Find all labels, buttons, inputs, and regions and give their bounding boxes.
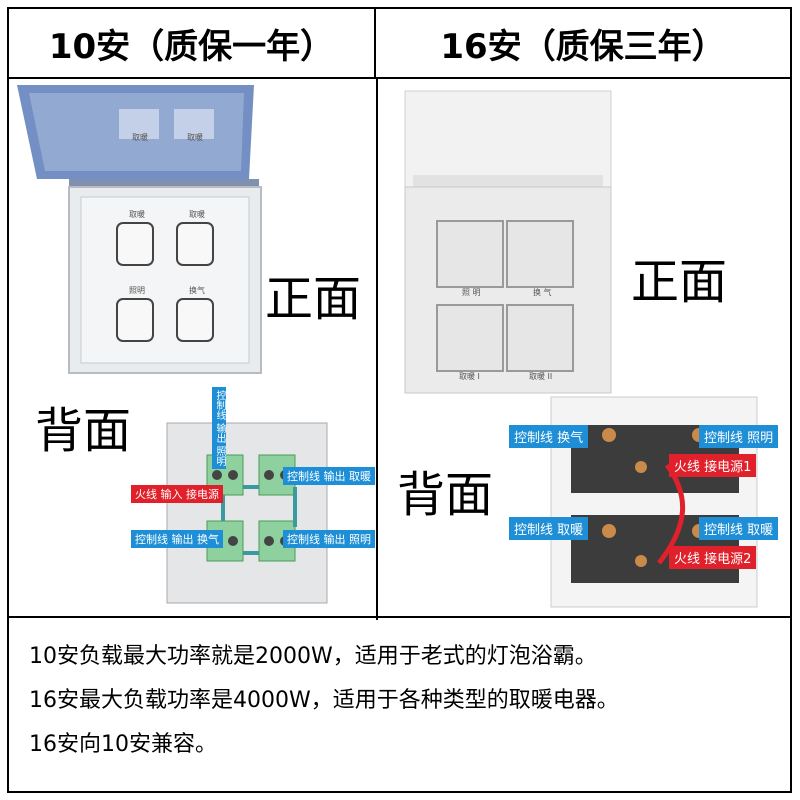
right-wire-fire1-label: 火线 接电源1	[669, 454, 757, 477]
row-divider	[9, 616, 790, 618]
notes-section: 10安负载最大功率就是2000W，适用于老式的灯泡浴霸。 16安最大负载功率是4…	[29, 635, 779, 767]
left-wire-bottom-left-label: 控制线 输出 换气	[131, 530, 223, 548]
comparison-table: 10安（质保一年） 16安（质保三年） 取暖 取暖 取暖 取暖 照明 换气 正面…	[7, 7, 792, 793]
left-button-label-4: 换气	[189, 286, 205, 295]
note-10a: 10安负载最大功率就是2000W，适用于老式的灯泡浴霸。	[29, 644, 597, 669]
right-wire-top-right-label: 控制线 照明	[699, 425, 779, 448]
left-button-label-1: 取暖	[129, 210, 145, 219]
right-front-label: 正面	[631, 254, 728, 310]
note-16a: 16安最大负载功率是4000W，适用于各种类型的取暖电器。	[29, 688, 619, 713]
left-front-label: 正面	[265, 271, 362, 327]
right-wire-mid-right-label: 控制线 取暖	[699, 517, 779, 540]
left-button-label-3: 照明	[129, 286, 145, 295]
switch-16a-front-image	[404, 90, 612, 394]
note-compat: 16安向10安兼容。	[29, 732, 217, 757]
left-wire-right-top-label: 控制线 输出 取暖	[283, 467, 375, 485]
left-button-label-2: 取暖	[189, 210, 205, 219]
left-cover-label-2: 取暖	[187, 133, 203, 142]
left-wire-fire-label: 火线 输入 接电源	[131, 485, 223, 503]
right-button-label-4: 取暖 II	[529, 372, 553, 381]
right-button-label-3: 取暖 I	[459, 372, 480, 381]
left-wire-top-label: 控制线 输出 照明	[212, 387, 226, 469]
left-wire-bottom-right-label: 控制线 输出 照明	[283, 530, 375, 548]
right-button-label-2: 换 气	[533, 288, 552, 297]
right-button-label-1: 照 明	[462, 288, 481, 297]
right-wire-mid-left-label: 控制线 取暖	[509, 517, 589, 540]
left-back-label: 背面	[35, 403, 132, 459]
right-wire-top-left-label: 控制线 换气	[509, 425, 589, 448]
header-16a: 16安（质保三年）	[376, 9, 790, 79]
header-10a: 10安（质保一年）	[9, 9, 376, 79]
right-wire-fire2-label: 火线 接电源2	[669, 546, 757, 569]
switch-10a-front-image	[17, 85, 262, 374]
column-divider	[376, 77, 378, 620]
left-cover-label-1: 取暖	[132, 133, 148, 142]
right-back-label: 背面	[397, 467, 494, 523]
